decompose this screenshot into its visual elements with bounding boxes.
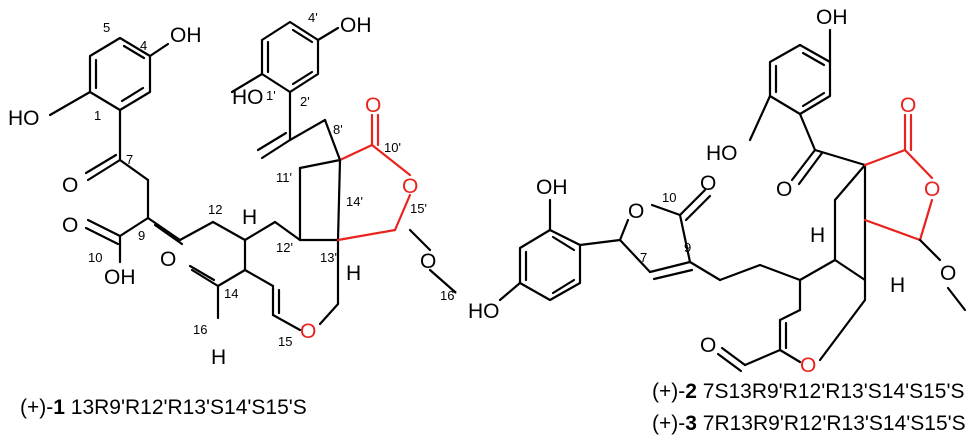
num-14: 14 [224,286,238,301]
h-12p-label: H [242,206,257,229]
num-1p: 1' [266,88,276,103]
o-lactone-co-2-label: O [900,94,916,117]
h-14p-label: H [346,262,361,285]
ho-mid-label: HO [706,142,738,165]
o-7-label: O [62,174,78,197]
num-9-b: 9 [684,240,691,255]
caption-compound-2: (+)-2 7S13R9'R12'R13'S14'S15'S [652,380,965,403]
o-lactone-ring-2-label: O [924,178,940,201]
num-4: 4 [140,38,147,53]
o-lactone-co-label: O [365,94,381,117]
benzene-ring-right [260,20,320,94]
o-furan-co-label: O [700,172,716,195]
num-9: 9 [138,228,145,243]
num-15p: 15' [410,201,427,216]
o-ring-label: O [300,320,316,343]
num-14p: 14' [346,194,363,209]
ho-phenol-label: HO [468,300,500,323]
num-15: 15 [278,334,292,349]
num-10p: 10' [384,140,401,155]
num-12p: 12' [276,240,293,255]
o-methoxy-label: O [940,262,956,285]
num-11p: 11' [276,170,292,185]
h-left-label: H [810,224,825,247]
h-16-label: H [211,346,226,369]
num-2p: 2' [300,94,310,109]
o-furan-label: O [628,200,644,223]
num-16: 16 [193,322,207,337]
o-ring-2-label: O [800,354,816,377]
num-12: 12 [208,202,222,217]
num-10-b: 10 [662,190,676,205]
num-1: 1 [94,108,101,123]
o-16-label: O [160,248,176,271]
compound-2-3-structure [498,28,967,373]
num-10: 10 [88,250,102,265]
num-13p: 13' [320,250,337,265]
h-right-label: H [890,274,905,297]
ho-1-label: HO [8,107,40,130]
num-8p: 8' [333,122,343,137]
num-7-b: 7 [640,250,647,265]
o-ketone-label: O [776,178,792,201]
o-10-label: O [62,214,78,237]
o-aldehyde-label: O [700,334,716,357]
oh-phenol-label: OH [536,176,568,199]
oh-4p-label: OH [340,14,372,37]
caption-compound-1: (+)-1 13R9'R12'R13'S14'S15'S [20,396,307,419]
caption-compound-3: (+)-3 7R13R9'R12'R13'S14'S15'S [652,412,966,435]
num-16p: 16' [440,288,457,303]
num-4p: 4' [308,10,318,25]
o-lactone-ring-label: O [402,175,418,198]
oh-4-label: OH [170,24,202,47]
benzene-ring-lower-left [518,228,582,302]
num-7: 7 [126,152,133,167]
num-5: 5 [103,20,110,35]
oh-10-label: OH [104,266,136,289]
oh-top-label: OH [816,6,848,29]
benzene-ring-top [768,43,832,116]
ho-1p-label: HO [232,86,264,109]
o-15p-label: O [420,250,436,273]
compound-1-structure [48,20,457,332]
